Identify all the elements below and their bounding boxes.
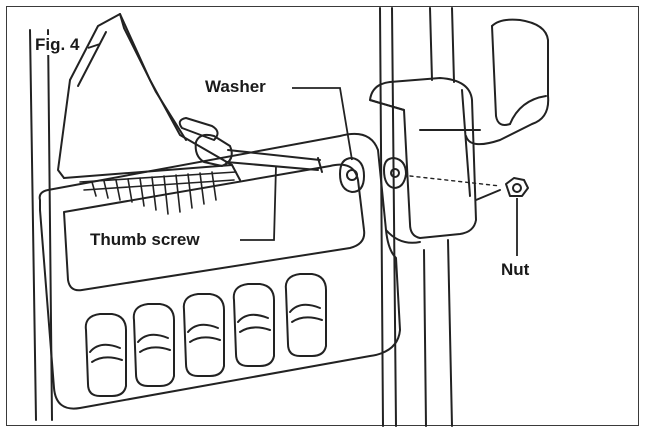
fig-leader <box>87 43 101 49</box>
figure-number: Fig. 4 <box>33 35 82 55</box>
thumb-screw-callout: Thumb screw <box>88 230 202 250</box>
nut-callout: Nut <box>499 260 532 280</box>
nut-part <box>505 177 529 197</box>
upper-clip <box>57 13 241 181</box>
figure-frame <box>6 6 639 426</box>
right-clamp <box>369 77 501 239</box>
washer-callout: Washer <box>203 77 268 97</box>
hanger-slots <box>84 273 327 397</box>
vertical-posts <box>29 7 455 427</box>
upper-hook <box>465 18 550 146</box>
thumb-screw-head <box>178 117 323 173</box>
leader-lines <box>87 43 518 256</box>
washer-on-plate <box>339 157 407 193</box>
washer-leader <box>292 87 353 161</box>
thumb-screw-leader <box>240 165 277 241</box>
grill-teeth <box>79 171 237 215</box>
alignment-line <box>409 175 501 187</box>
main-plate <box>38 132 421 410</box>
